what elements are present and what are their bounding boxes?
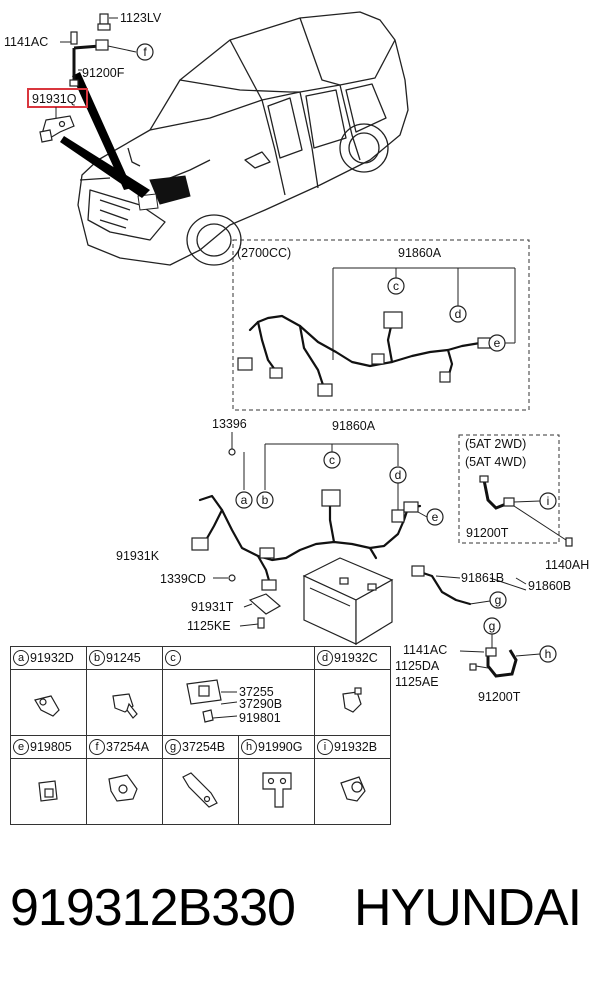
- callout-b-mid-label: b: [262, 493, 269, 507]
- legend-a-image: [10, 669, 87, 736]
- callout-h-low-label: h: [545, 647, 552, 661]
- label-91200t-5at: 91200T: [466, 526, 509, 540]
- callout-c-mid: [323, 451, 341, 469]
- label-91931k: 91931K: [116, 549, 160, 563]
- highlight-box: [27, 88, 88, 108]
- label-1125ae: 1125AE: [395, 675, 439, 689]
- callout-h-low: [539, 645, 557, 663]
- callout-c-top: [387, 277, 405, 295]
- harness-2700cc: [237, 267, 516, 397]
- label-variant-2700cc: (2700CC): [237, 246, 291, 260]
- label-91860b: 91860B: [528, 579, 571, 593]
- callout-c-mid-label: c: [329, 453, 335, 467]
- cable-91200t-5at: [479, 475, 573, 547]
- variant-2700cc-box: [232, 239, 530, 411]
- callout-d-mid-label: d: [395, 468, 402, 482]
- label-1125ke: 1125KE: [187, 619, 231, 633]
- legend-c-part-1: 37255: [239, 685, 274, 699]
- callout-d-top: [449, 305, 467, 323]
- vehicle-illustration: [60, 11, 409, 266]
- legend-i-part: 91932B: [334, 740, 378, 754]
- label-91860a-top: 91860A: [398, 246, 442, 260]
- legend-h-part: 91990G: [258, 740, 303, 754]
- battery: [302, 557, 394, 646]
- legend-c-image: 37255 37290B 919801: [162, 669, 315, 736]
- label-1141ac-top: 1141AC: [4, 35, 48, 49]
- callout-i-mid-label: i: [547, 494, 550, 508]
- footer: 919312B330 HYUNDAI: [0, 872, 600, 952]
- callout-i-mid: [539, 492, 557, 510]
- legend-c-part-3: 919801: [239, 711, 281, 725]
- legend-c-part-2: 37290B: [239, 697, 282, 711]
- label-91861b: 91861B: [461, 571, 504, 585]
- cable-91861b: [411, 565, 527, 606]
- callout-g-mid: [489, 591, 507, 609]
- callout-a-mid: [235, 491, 253, 509]
- callout-f-circle: [136, 43, 154, 61]
- legend-e-part: 919805: [30, 740, 72, 754]
- bracket-91931t: [239, 593, 282, 629]
- callout-e-mid-label: e: [432, 510, 439, 524]
- legend-f-image: [86, 758, 163, 825]
- callout-f: f: [143, 45, 147, 59]
- label-13396: 13396: [212, 417, 247, 431]
- legend-g-part: 37254B: [182, 740, 226, 754]
- label-91931q: 91931Q: [32, 92, 77, 106]
- label-variant-5at-4wd: (5AT 4WD): [465, 455, 526, 469]
- label-91931t: 91931T: [191, 600, 234, 614]
- legend-b-image: [86, 669, 163, 736]
- cable-91200t-lower: [459, 634, 541, 678]
- label-1339cd: 1339CD: [160, 572, 206, 586]
- callout-c-top-label: c: [393, 279, 399, 293]
- footer-part-number: 919312B330: [10, 879, 296, 937]
- callout-b-mid: [256, 491, 274, 509]
- label-1125da: 1125DA: [395, 659, 440, 673]
- label-1141ac-low: 1141AC: [403, 643, 447, 657]
- legend-f-part: 37254A: [106, 740, 150, 754]
- legend-h-image: [238, 758, 315, 825]
- variant-5at-box: [458, 434, 560, 544]
- label-91200f: 91200F: [82, 66, 125, 80]
- legend-a-part: 91932D: [30, 651, 74, 665]
- harness-main: [191, 432, 422, 591]
- label-91200t-low: 91200T: [478, 690, 521, 704]
- callout-d-top-label: d: [455, 307, 462, 321]
- legend-d-part: 91932C: [334, 651, 378, 665]
- callout-e-top-label: e: [494, 336, 501, 350]
- legend-i-image: [314, 758, 391, 825]
- legend-b-part: 91245: [106, 651, 141, 665]
- legend-e-image: [10, 758, 87, 825]
- legend-d-image: [314, 669, 391, 736]
- legend-c-header: c: [162, 646, 315, 670]
- label-91860a-mid: 91860A: [332, 419, 376, 433]
- label-1123lv: 1123LV: [120, 11, 162, 25]
- footer-brand: HYUNDAI: [354, 879, 582, 937]
- label-1140ah: 1140AH: [545, 558, 589, 572]
- bracket-91931q: [27, 88, 88, 143]
- callout-a-mid-label: a: [241, 493, 248, 507]
- callout-g-mid-label: g: [495, 593, 502, 607]
- callout-g-low-label: g: [489, 619, 496, 633]
- label-variant-5at-2wd: (5AT 2WD): [465, 437, 526, 451]
- cable-91200f-group: [60, 13, 137, 87]
- callout-g-low: [483, 617, 501, 635]
- legend-g-image: [162, 758, 239, 825]
